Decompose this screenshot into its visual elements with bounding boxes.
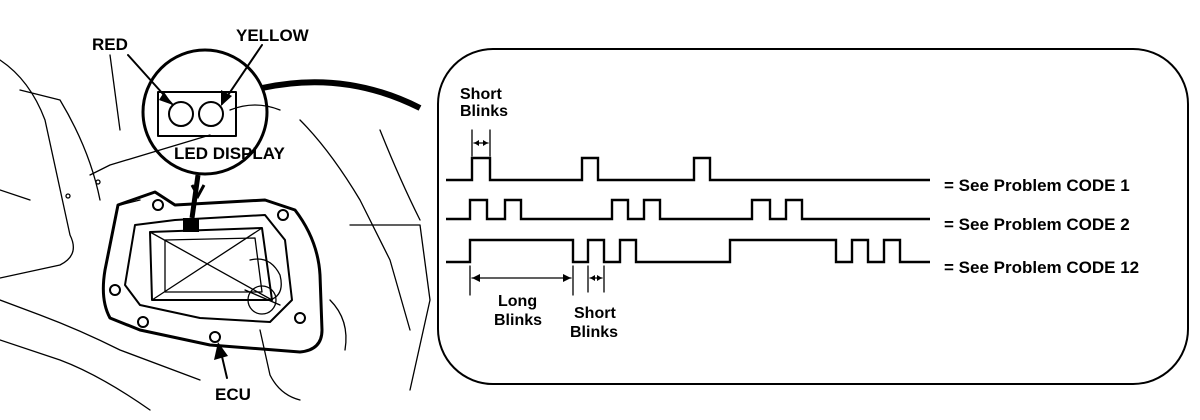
led-display-label: LED DISPLAY [174, 144, 286, 163]
waveform-code-12 [446, 238, 930, 264]
yellow-led [198, 101, 224, 127]
waveform-code-1 [446, 156, 930, 182]
vehicle-interior-outline [0, 54, 431, 411]
bottom-short-blinks-label-1: Short [574, 305, 616, 322]
top-short-blinks-label-2: Blinks [460, 103, 508, 120]
long-blinks-label-1: Long [498, 293, 537, 310]
ecu-label: ECU [215, 385, 251, 404]
led-housing [157, 91, 237, 137]
red-label: RED [92, 35, 128, 54]
code-1-label: = See Problem CODE 1 [944, 176, 1130, 195]
bottom-short-blinks-dimension [587, 265, 605, 293]
waveform-code-2 [446, 198, 930, 221]
bottom-short-blinks-label-2: Blinks [570, 324, 618, 341]
led-callout [127, 44, 422, 379]
red-led [168, 101, 194, 127]
led-display-unit [183, 218, 199, 232]
long-blinks-label-2: Blinks [494, 312, 542, 329]
code-2-label: = See Problem CODE 2 [944, 215, 1130, 234]
yellow-label: YELLOW [236, 26, 310, 45]
timing-panel-frame [437, 48, 1189, 385]
long-blinks-dimension [469, 265, 574, 296]
code-12-label: = See Problem CODE 12 [944, 258, 1139, 277]
top-short-blinks-dimension [471, 129, 491, 157]
top-short-blinks-label-1: Short [460, 86, 502, 103]
ecu-assembly [101, 190, 324, 354]
